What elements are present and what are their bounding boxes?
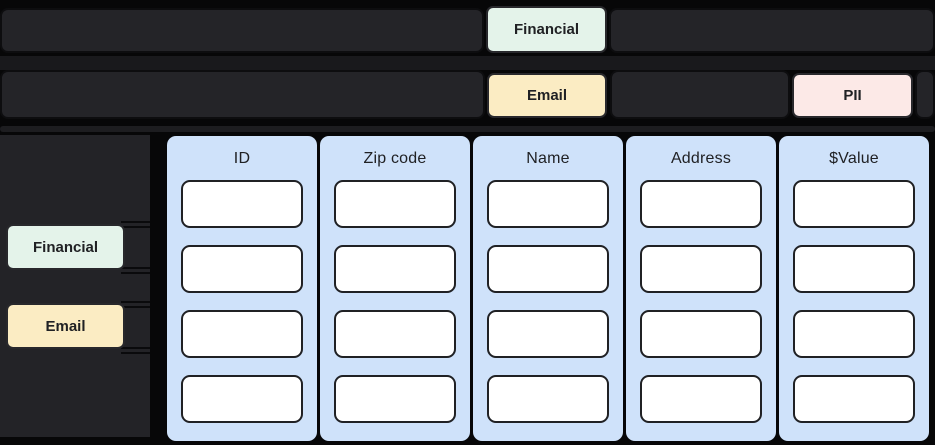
row2-dark-segment-left: [0, 70, 485, 119]
table-cell[interactable]: [793, 245, 915, 293]
table-cell[interactable]: [181, 375, 303, 423]
row2-dark-segment-right: [915, 70, 935, 119]
table-cell[interactable]: [640, 310, 762, 358]
column-header: Name: [526, 150, 570, 167]
table-cell[interactable]: [487, 310, 609, 358]
column-name: Name: [473, 136, 623, 441]
sidebar: Financial Email: [0, 135, 150, 437]
column-header: ID: [233, 150, 251, 167]
table-columns: ID Zip code Name Address $Value: [167, 136, 929, 441]
table-cell[interactable]: [793, 310, 915, 358]
table-cell[interactable]: [640, 180, 762, 228]
slot-edge-line: [121, 301, 150, 308]
row1-dark-segment-right: [609, 8, 935, 53]
chip-financial-sidebar[interactable]: Financial: [6, 224, 125, 270]
column-zip-code: Zip code: [320, 136, 470, 441]
column-address: Address: [626, 136, 776, 441]
slot-edge-line: [121, 347, 150, 354]
hidden-row-edge: [0, 126, 935, 132]
column-header: $Value: [829, 150, 879, 167]
table-cell[interactable]: [334, 180, 456, 228]
category-row-2: Email PII: [0, 70, 935, 119]
table-cell[interactable]: [793, 375, 915, 423]
table-cell[interactable]: [793, 180, 915, 228]
table-cell[interactable]: [181, 245, 303, 293]
row2-dark-segment-middle: [610, 70, 790, 119]
chip-pii-row2[interactable]: PII: [792, 73, 913, 118]
chip-email-sidebar[interactable]: Email: [6, 303, 125, 349]
chip-email-row2[interactable]: Email: [487, 73, 607, 118]
category-row-1: Financial: [0, 6, 935, 53]
table-cell[interactable]: [487, 375, 609, 423]
column-header: Address: [670, 150, 732, 167]
table-cell[interactable]: [181, 180, 303, 228]
column-header: Zip code: [363, 150, 427, 167]
slot-edge-line: [121, 221, 150, 228]
table-cell[interactable]: [487, 245, 609, 293]
slot-edge-line: [121, 267, 150, 274]
row-gap-strip: [0, 56, 935, 70]
table-cell[interactable]: [487, 180, 609, 228]
row1-dark-segment-left: [0, 8, 484, 53]
table-cell[interactable]: [334, 310, 456, 358]
column--value: $Value: [779, 136, 929, 441]
table-cell[interactable]: [334, 245, 456, 293]
table-cell[interactable]: [181, 310, 303, 358]
table-cell[interactable]: [640, 245, 762, 293]
table-cell[interactable]: [334, 375, 456, 423]
column-id: ID: [167, 136, 317, 441]
table-cell[interactable]: [640, 375, 762, 423]
chip-financial-row1[interactable]: Financial: [486, 6, 607, 53]
